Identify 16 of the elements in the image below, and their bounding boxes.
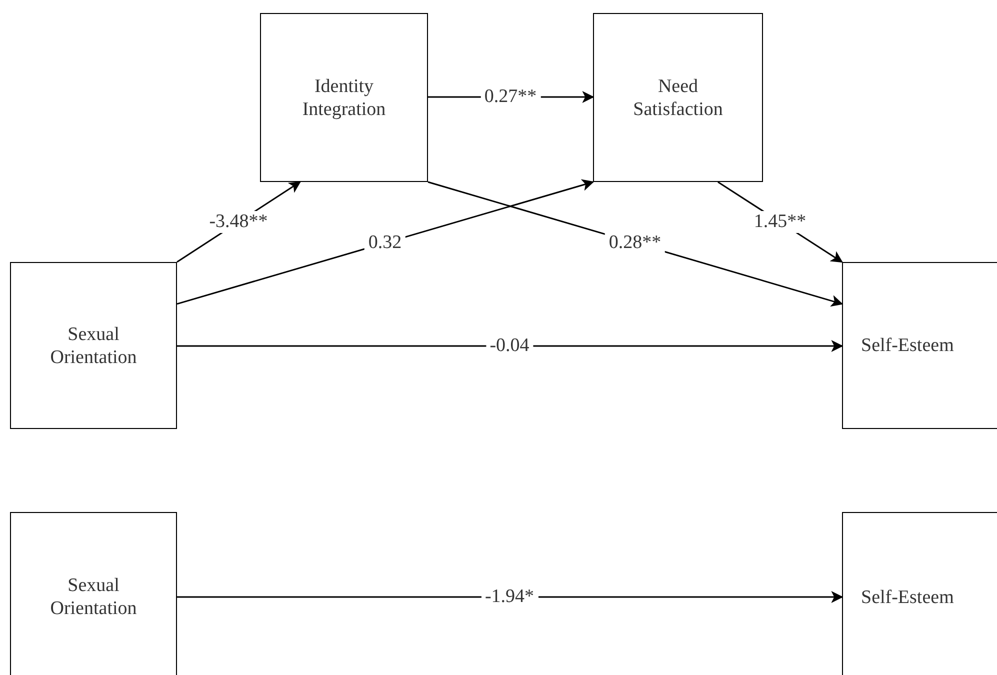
variable-box — [593, 13, 763, 182]
path-arrow — [177, 591, 844, 603]
coefficient-label: 0.28** — [604, 232, 666, 254]
variable-label: Sexual Orientation — [49, 574, 138, 620]
variable-label: Self-Esteem — [861, 586, 954, 608]
variable-box — [842, 262, 997, 429]
variable-box — [10, 262, 177, 429]
variable-label: Identity Integration — [301, 74, 387, 120]
variable-box — [10, 512, 177, 675]
path-arrow — [176, 179, 594, 305]
variable-label: Need Satisfaction — [632, 74, 724, 120]
variable-label: Self-Esteem — [861, 334, 954, 357]
path-arrow — [177, 340, 844, 352]
variable-box — [260, 13, 428, 182]
variable-box — [842, 512, 997, 675]
variable-label: Sexual Orientation — [49, 322, 138, 368]
